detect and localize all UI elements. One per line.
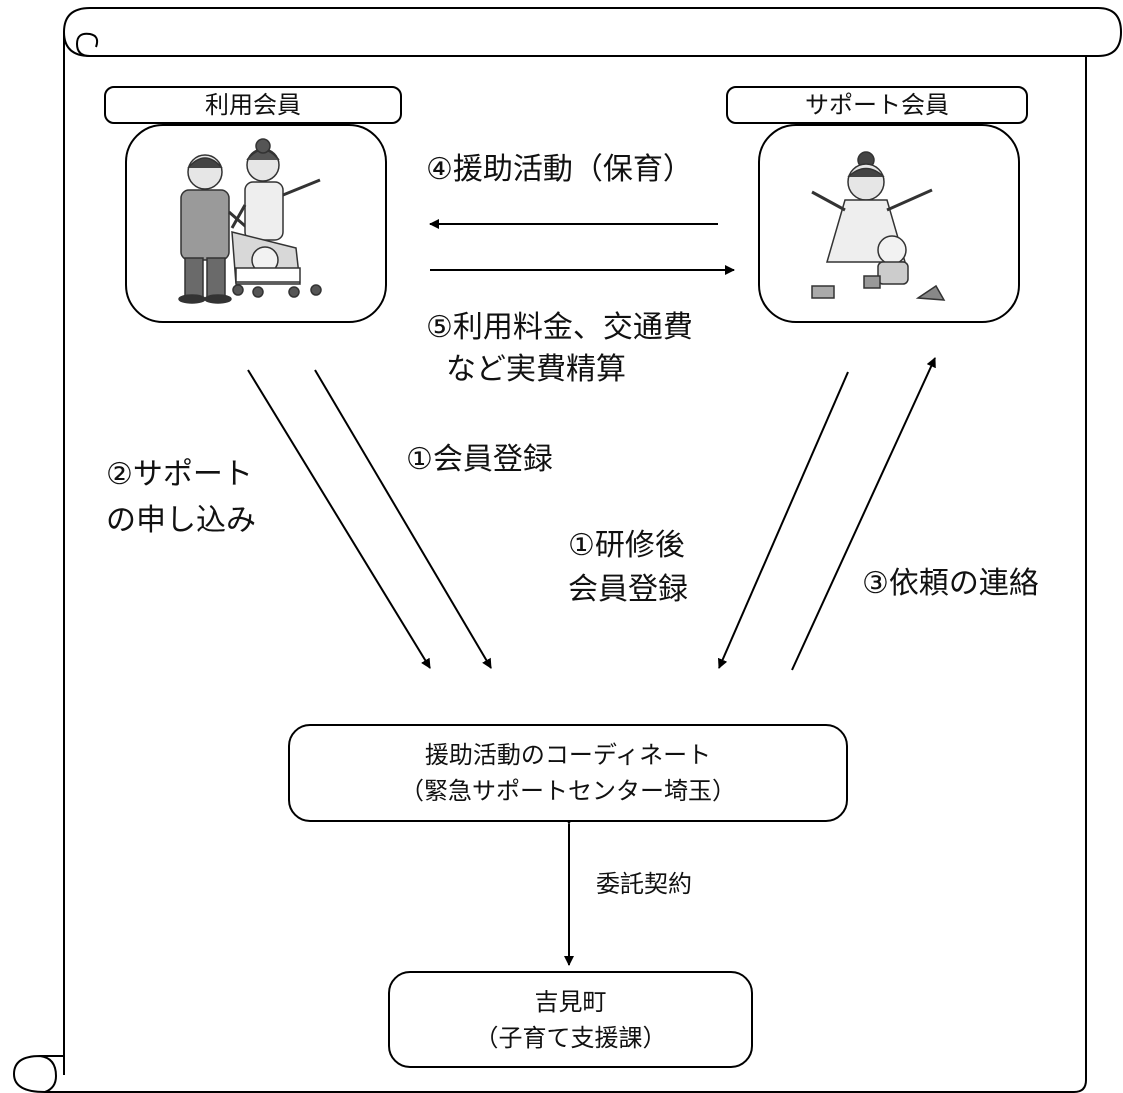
user-member-picture-box (125, 124, 387, 323)
step5-payment-label-line1: ⑤利用料金、交通費 (426, 310, 693, 345)
coordinator-subtitle: （緊急サポートセンター埼玉） (400, 777, 736, 805)
step4-activity-label: ④援助活動（保育） (426, 152, 693, 187)
scroll-frame (12, 7, 1123, 1093)
town-node: 吉見町 （子育て支援課） (388, 971, 753, 1068)
step1-user-registration-label: ①会員登録 (406, 442, 553, 477)
user-member-label: 利用会員 (104, 86, 402, 124)
step2-request-label-line2: の申し込み (106, 503, 256, 538)
support-member-label: サポート会員 (726, 86, 1028, 124)
arrow-support-registration (718, 371, 849, 669)
coordinator-title: 援助活動のコーディネート (424, 741, 712, 769)
supporter-illustration (811, 151, 946, 301)
town-subtitle: （子育て支援課） (474, 1023, 667, 1052)
arrow-user-registration (314, 369, 492, 669)
step1-support-registration-line1: ①研修後 (568, 528, 685, 563)
step3-request-contact-label: ③依頼の連絡 (862, 566, 1039, 601)
town-title: 吉見町 (534, 987, 607, 1016)
step2-request-label-line1: ②サポート (106, 457, 253, 492)
arrow-support-request (247, 369, 431, 669)
step5-payment-label-line2: など実費精算 (446, 352, 626, 387)
step1-support-registration-line2: 会員登録 (568, 572, 688, 607)
support-member-picture-box (758, 124, 1020, 323)
family-illustration (178, 138, 322, 304)
contract-label: 委託契約 (596, 870, 692, 898)
arrow-request-contact (791, 357, 936, 671)
coordinator-node: 援助活動のコーディネート （緊急サポートセンター埼玉） (288, 724, 848, 822)
